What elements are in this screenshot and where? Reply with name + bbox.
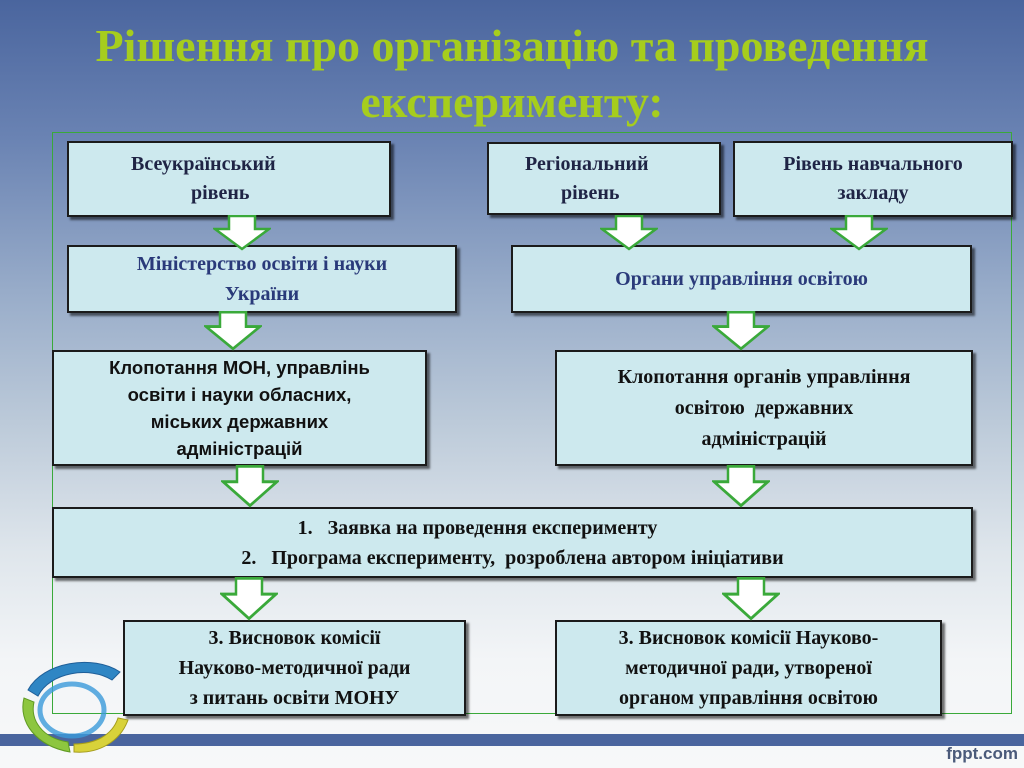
- petition-mon-line-1: Клопотання МОН, управлінь: [109, 357, 370, 378]
- requirement-item-1: 1. Заявка на проведення експерименту: [297, 516, 658, 539]
- title-line-1: Рішення про організацію та проведення: [95, 20, 929, 71]
- national-level-line-2: рівень: [191, 182, 250, 204]
- down-arrow-icon: [712, 465, 770, 508]
- conclusion-authority-line-2: методичної ради, утвореної: [625, 657, 872, 679]
- down-arrow-icon: [830, 215, 888, 251]
- requirement-item-2: 2. Програма експерименту, розроблена авт…: [241, 546, 784, 569]
- page-title: Рішення про організацію та проведення ек…: [0, 18, 1024, 130]
- education-authorities-label: Органи управління освітою: [615, 267, 868, 290]
- brand-label: fppt.com: [946, 744, 1018, 763]
- petition-mon-box: Клопотання МОН, управлінь освіти і науки…: [52, 350, 427, 466]
- conclusion-authority-line-1: 3. Висновок комісії Науково-: [618, 627, 879, 649]
- petition-authorities-line-3: адміністрацій: [701, 427, 827, 450]
- down-arrow-icon: [213, 215, 271, 251]
- down-arrow-icon: [600, 215, 658, 251]
- conclusion-mon-box: 3. Висновок комісії Науково-методичної р…: [123, 620, 466, 716]
- institution-level-line-1: Рівень навчального: [783, 153, 963, 175]
- ministry-line-1: Міністерство освіти і науки: [136, 253, 388, 275]
- conclusion-mon-line-3: з питань освіти МОНУ: [189, 687, 400, 709]
- institution-level-box: Рівень навчального закладу: [733, 141, 1013, 217]
- petition-authorities-line-2: освітою державних: [674, 396, 854, 419]
- petition-mon-line-3: міських державних: [150, 411, 329, 432]
- national-level-box: Всеукраїнський рівень: [67, 141, 391, 217]
- down-arrow-icon: [221, 465, 279, 508]
- petition-authorities-box: Клопотання органів управління освітою де…: [555, 350, 973, 466]
- requirements-box: 1. Заявка на проведення експерименту 2. …: [52, 507, 973, 578]
- footer-bar: [0, 734, 1024, 746]
- down-arrow-icon: [204, 311, 262, 351]
- conclusion-authority-line-3: органом управління освітою: [619, 687, 878, 709]
- down-arrow-icon: [712, 311, 770, 351]
- conclusion-mon-line-1: 3. Висновок комісії: [208, 627, 381, 649]
- down-arrow-icon: [722, 577, 780, 621]
- regional-level-box: Регіональний рівень: [487, 142, 721, 215]
- institution-level-line-2: закладу: [837, 182, 909, 204]
- petition-mon-line-4: адміністрацій: [176, 438, 303, 459]
- conclusion-authority-box: 3. Висновок комісії Науково- методичної …: [555, 620, 942, 716]
- ministry-box: Міністерство освіти і науки України: [67, 245, 457, 313]
- petition-authorities-line-1: Клопотання органів управління: [617, 365, 911, 388]
- petition-mon-line-2: освіти і науки обласних,: [127, 384, 352, 405]
- education-authorities-box: Органи управління освітою: [511, 245, 972, 313]
- conclusion-mon-line-2: Науково-методичної ради: [178, 657, 411, 679]
- regional-level-line-2: рівень: [561, 181, 620, 204]
- swirl-logo-icon: [22, 661, 129, 753]
- national-level-line-1: Всеукраїнський: [131, 153, 276, 175]
- regional-level-line-1: Регіональний: [525, 152, 649, 175]
- title-line-2: експерименту:: [360, 76, 664, 127]
- ministry-line-2: України: [224, 283, 300, 305]
- down-arrow-icon: [220, 577, 278, 621]
